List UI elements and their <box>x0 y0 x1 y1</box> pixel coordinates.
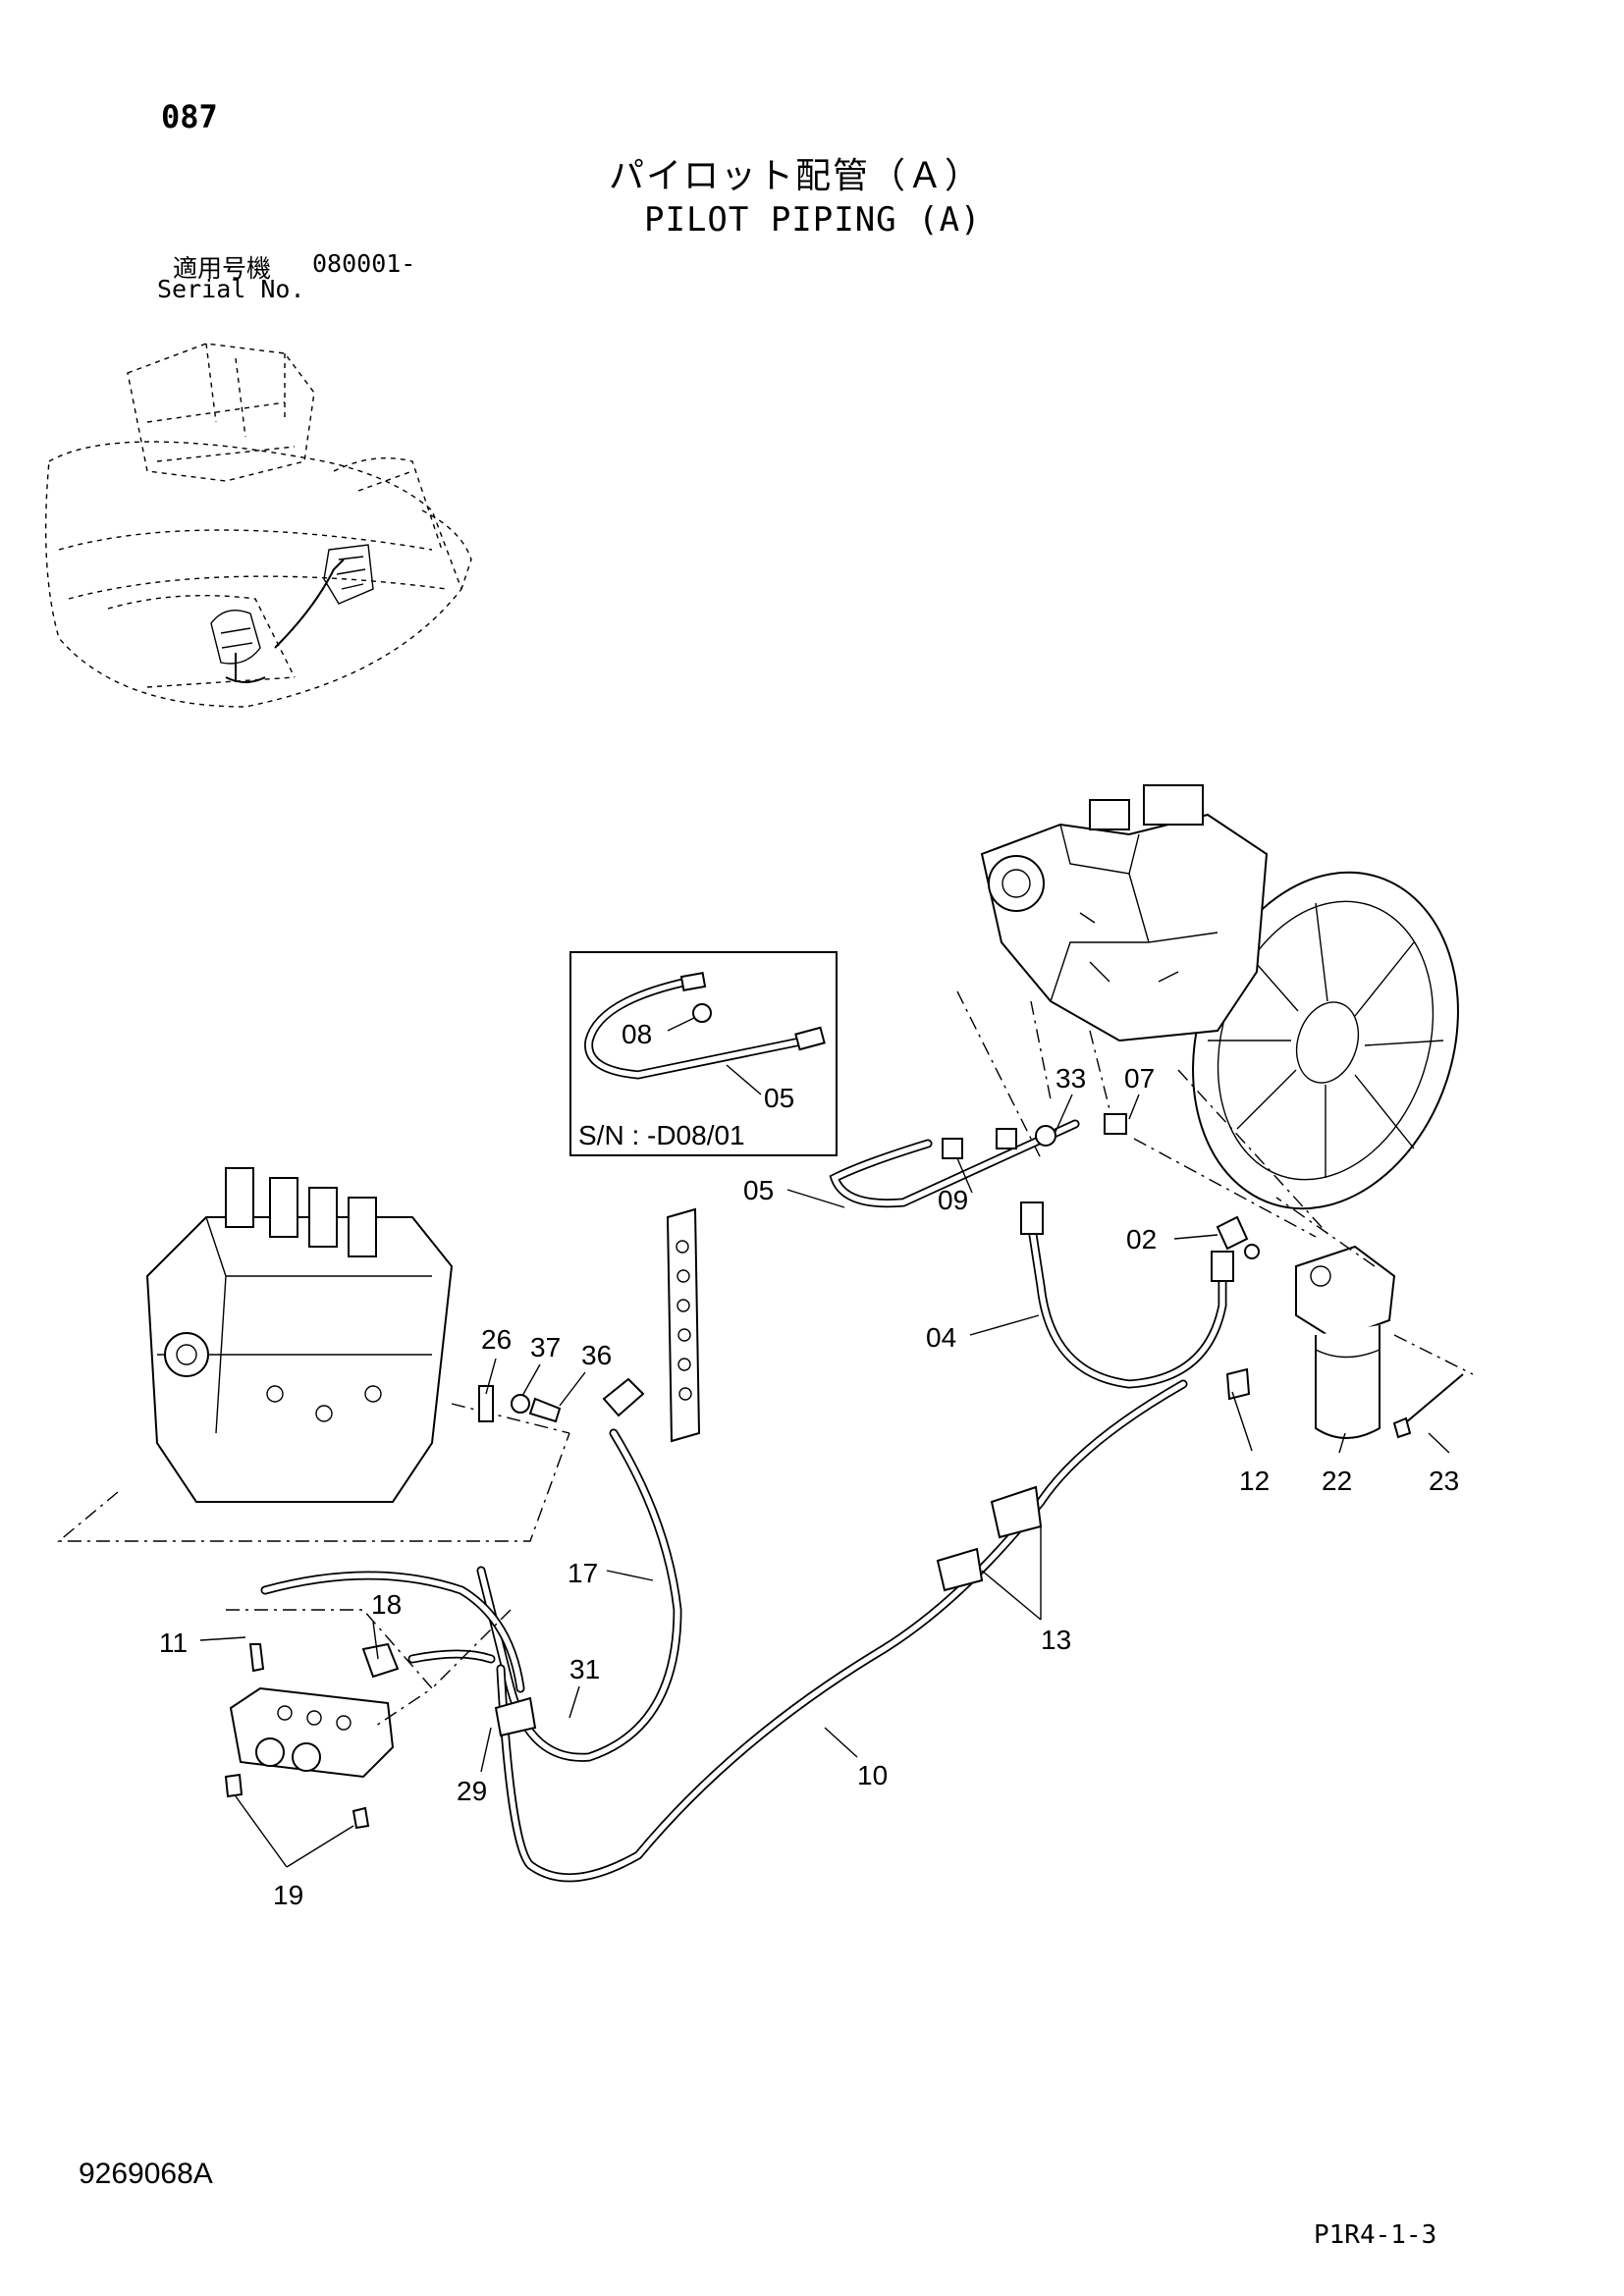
pilot-hoses <box>829 1113 1234 1389</box>
inset-callout-05: 05 <box>764 1083 794 1113</box>
pilot-valve-block <box>224 1609 512 1830</box>
control-valve-assembly <box>57 1167 570 1542</box>
callout-09: 09 <box>938 1185 968 1215</box>
mounting-plate <box>666 1207 701 1443</box>
callout-07: 07 <box>1124 1063 1155 1094</box>
callout-04: 04 <box>926 1322 956 1353</box>
callout-leader-lines <box>199 1094 1450 1868</box>
callout-19: 19 <box>273 1880 303 1910</box>
inset-detail-box: 08 05 S/N : -D08/01 <box>569 951 838 1156</box>
callout-18: 18 <box>371 1589 402 1620</box>
serial-label-japanese: 適用号機 <box>173 254 272 283</box>
callout-22: 22 <box>1322 1466 1352 1496</box>
callout-10: 10 <box>857 1760 888 1790</box>
callout-33: 33 <box>1056 1063 1086 1094</box>
pilot-filter-assembly <box>1216 1197 1474 1439</box>
callout-05: 05 <box>743 1175 774 1205</box>
hydraulic-pump-assembly <box>956 784 1459 1238</box>
callout-23: 23 <box>1429 1466 1459 1496</box>
callout-26: 26 <box>481 1324 512 1355</box>
callout-02: 02 <box>1126 1224 1157 1255</box>
machine-overview-sketch <box>44 343 472 708</box>
page-title-english: PILOT PIPING (A) <box>644 200 982 240</box>
callout-12: 12 <box>1239 1466 1270 1496</box>
page-number: 087 <box>161 98 218 135</box>
sheet-code: P1R4-1-3 <box>1314 2220 1437 2250</box>
serial-number-range: 080001- <box>312 249 416 278</box>
callout-17: 17 <box>568 1558 598 1588</box>
serial-label-english: Serial No. <box>157 275 305 303</box>
callout-36: 36 <box>581 1340 612 1370</box>
callout-11: 11 <box>159 1628 188 1658</box>
main-hoses <box>260 1367 1251 1883</box>
callout-29: 29 <box>457 1776 487 1806</box>
small-fittings <box>478 1377 645 1423</box>
page-title-japanese: パイロット配管（Ａ） <box>609 156 983 196</box>
callout-13: 13 <box>1041 1625 1071 1655</box>
inset-serial-note: S/N : -D08/01 <box>578 1120 745 1150</box>
callout-31: 31 <box>569 1654 600 1684</box>
callout-37: 37 <box>530 1332 561 1362</box>
inset-callout-08: 08 <box>622 1019 652 1049</box>
document-code: 9269068A <box>79 2158 213 2190</box>
